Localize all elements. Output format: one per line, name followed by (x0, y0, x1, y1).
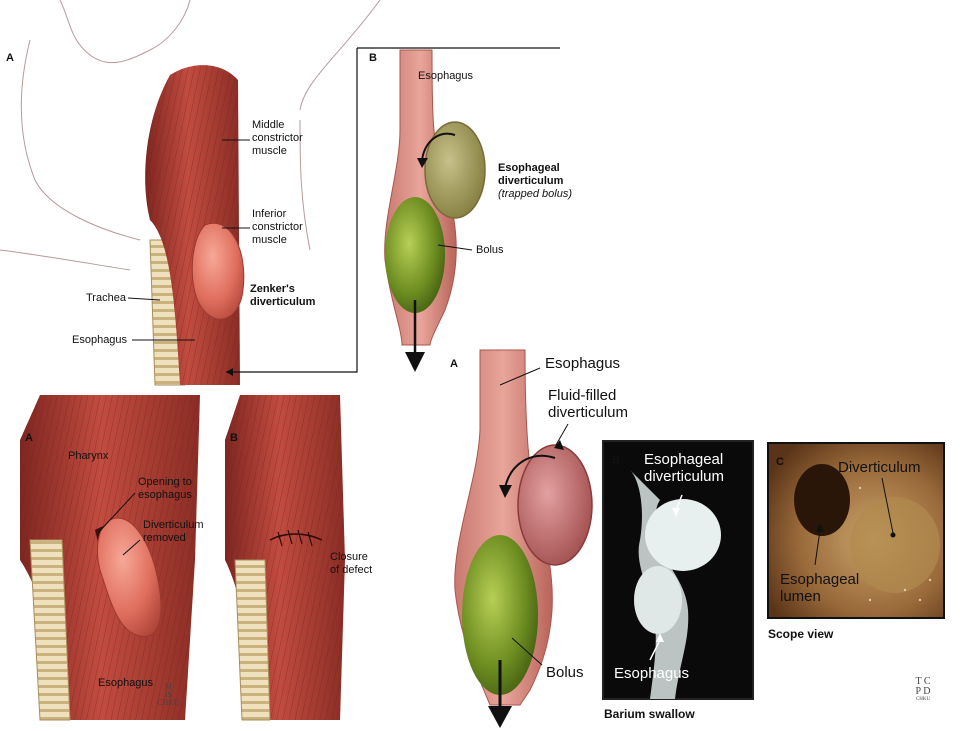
diverticulum-removed-label: Diverticulum removed (143, 519, 204, 544)
bolus-shape-large (462, 535, 538, 695)
esophagus-label-large: Esophagus (545, 355, 621, 372)
zenkers-diverticulum-shape (191, 222, 245, 320)
logo-line-3: CHKU (915, 697, 931, 702)
closure-of-defect-label: Closure of defect (330, 551, 373, 576)
fluid-filled-diverticulum-shape (517, 444, 593, 566)
panel-scope (767, 442, 945, 619)
bolus-shape-top (385, 197, 445, 313)
bolus-label-large: Bolus (546, 664, 584, 681)
barium-diverticulum-blob (645, 499, 721, 571)
panel-surgery-a (20, 395, 200, 721)
esophagus-label-surgery: Esophagus (98, 677, 154, 689)
panel-surgery-b (225, 395, 345, 721)
trachea-label: Trachea (86, 292, 126, 304)
barium-diverticulum-label: Esophageal diverticulum (644, 451, 725, 485)
trapped-bolus-diverticulum-shape (424, 121, 486, 219)
panel-scope-letter: C (776, 456, 784, 468)
logo-line-2: P D (915, 686, 931, 697)
panel-large-letter: A (450, 358, 458, 370)
middle-constrictor-label: Middle constrictor muscle (252, 119, 303, 157)
esophageal-lumen-label: Esophageal lumen (780, 571, 860, 605)
panel-top-right (384, 49, 486, 372)
esophagus-label-top-right: Esophagus (418, 70, 474, 82)
panel-surgery-a-letter: A (25, 432, 33, 444)
panel-top-left-letter: A (6, 52, 14, 64)
esophageal-lumen-shape (794, 464, 850, 536)
barium-esophagus-label: Esophagus (614, 665, 690, 682)
artist-signature: M IS CHKU (157, 682, 180, 707)
head-outline (59, 0, 191, 64)
scope-diverticulum-label: Diverticulum (838, 459, 921, 476)
fluid-filled-diverticulum-label: Fluid-filled diverticulum (548, 387, 629, 421)
inferior-constrictor-label: Inferior constrictor muscle (252, 208, 303, 246)
scope-diverticulum-shape (850, 497, 940, 593)
bolus-label-top: Bolus (476, 244, 504, 256)
panel-barium-letter: B (612, 454, 620, 466)
opening-to-esophagus-label: Opening to esophagus (138, 476, 192, 501)
trapped-bolus-note: (trapped bolus) (498, 188, 572, 200)
esophagus-label-top-left: Esophagus (72, 334, 128, 346)
tcpd-logo: T C P D CHKU (910, 677, 936, 703)
panel-top-right-letter: B (369, 52, 377, 64)
logo-line-1: T C (915, 676, 931, 687)
panel-barium (602, 440, 754, 700)
panel-surgery-b-letter: B (230, 432, 238, 444)
removed-diverticulum-shape (97, 517, 162, 637)
esophageal-diverticulum-label: Esophageal diverticulum (498, 162, 564, 187)
zenkers-diverticulum-label: Zenker's diverticulum (250, 283, 316, 308)
panel-large (454, 349, 593, 728)
pharynx-label: Pharynx (68, 450, 109, 462)
barium-swallow-caption: Barium swallow (604, 707, 695, 721)
closure-sutures-shape (269, 533, 323, 541)
panel-top-left (0, 0, 560, 386)
scope-view-caption: Scope view (768, 627, 834, 641)
